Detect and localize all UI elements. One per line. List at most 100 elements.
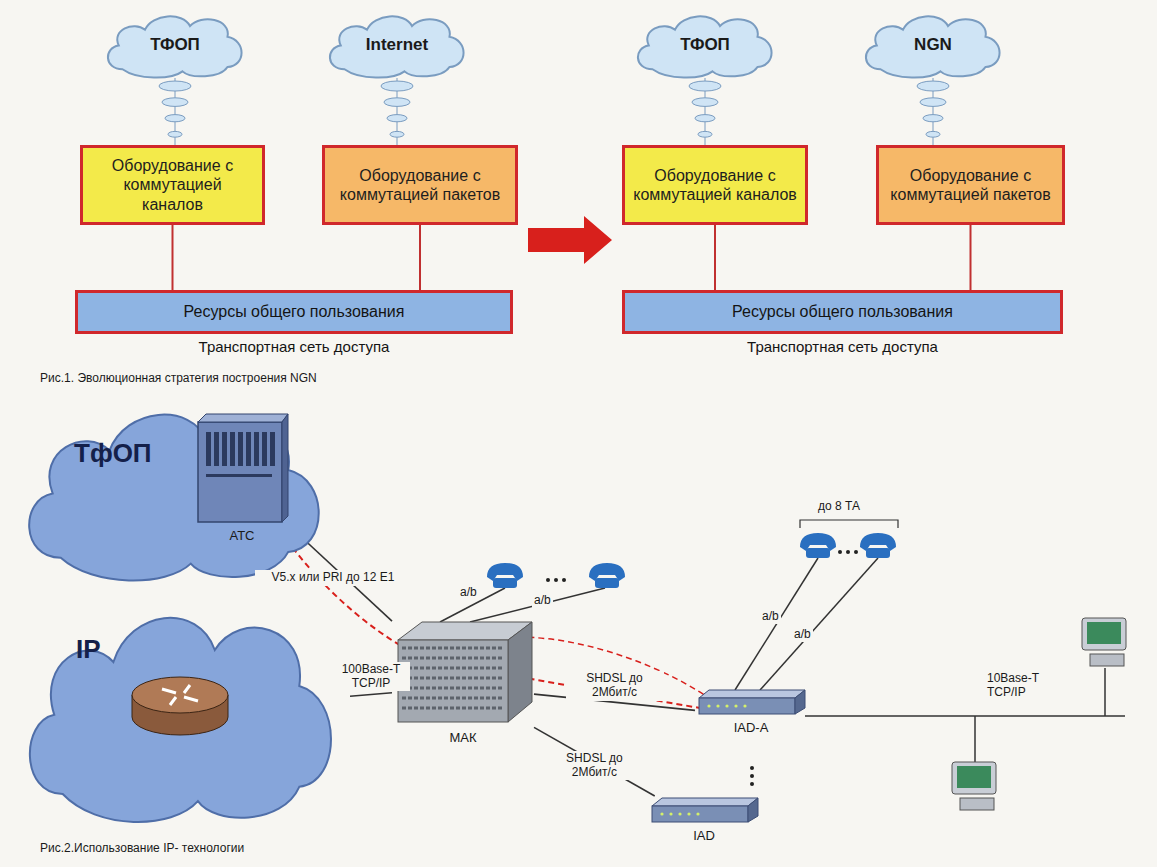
device-drawing [695, 688, 807, 716]
device-label: АТС [194, 528, 290, 543]
cloud-label: Internet [322, 35, 472, 55]
figure-caption: Рис.1. Эволюционная стратегия построения… [40, 372, 317, 386]
connector-line [970, 225, 972, 290]
equipment-box: Оборудование с коммутацией каналов [80, 145, 265, 225]
access-concentrator: МАК [392, 618, 534, 756]
wire-label: a/b [458, 586, 479, 600]
bracket [800, 520, 898, 528]
equipment-box: Оборудование с коммутацией пакетов [876, 145, 1065, 225]
device-drawing [392, 618, 534, 726]
ellipsis-dots [546, 550, 858, 786]
connector [534, 727, 655, 796]
bubble-connector [917, 78, 949, 145]
bubble [162, 98, 188, 107]
connector [970, 225, 971, 290]
box-label: Оборудование с коммутацией каналов [91, 156, 254, 214]
bubble [692, 98, 718, 107]
interface-label: 10Base-T TCP/IP [985, 672, 1075, 700]
cloud-label: NGN [858, 35, 1008, 55]
cloud-outline [12, 590, 350, 830]
bubble-connector [381, 78, 413, 145]
cloud-label: IP [76, 634, 101, 665]
box-label: Оборудование с коммутацией каналов [633, 166, 797, 204]
bubble [926, 131, 940, 137]
phone-wire [735, 558, 818, 690]
band-caption: Транспортная сеть доступа [622, 338, 1063, 355]
bubble-connector [159, 78, 191, 145]
telephone [860, 533, 896, 558]
bubble [698, 131, 712, 137]
edge-label: 100Base-T TCP/IP [332, 662, 410, 692]
connector-line [534, 727, 655, 796]
device-label: IAD [648, 828, 760, 843]
box-label: Оборудование с коммутацией пакетов [887, 166, 1054, 204]
box-label: Оборудование с коммутацией пакетов [333, 166, 507, 204]
phone-wire [760, 558, 878, 690]
bubble [689, 81, 721, 91]
telephone [589, 563, 625, 588]
bubble [381, 81, 413, 91]
access-device: IAD [648, 796, 760, 852]
bubble [168, 131, 182, 137]
connector [715, 225, 716, 290]
network-cloud: ТФОП [630, 8, 780, 80]
device-drawing [648, 796, 760, 824]
bubble [695, 115, 715, 122]
phone-wire [470, 588, 605, 622]
connector [172, 225, 173, 290]
band-fill: Ресурсы общего пользования [622, 290, 1063, 334]
connector [350, 693, 392, 696]
bubble [384, 98, 410, 107]
telephone [487, 563, 523, 588]
connector [420, 225, 421, 290]
network-cloud: IP [12, 590, 350, 830]
band-label: Ресурсы общего пользования [184, 303, 405, 321]
ethernet-bus [805, 715, 1125, 717]
bubble [920, 98, 946, 107]
connector-line [172, 225, 174, 290]
cloud-label: ТФОП [100, 35, 250, 55]
wire-label: a/b [792, 628, 813, 642]
network-cloud: ТфОП АТС [12, 392, 337, 587]
edge-label: SHDSL до 2Мбит/с [566, 671, 664, 701]
wire-label: a/b [760, 610, 781, 624]
bubble [387, 115, 407, 122]
exchange-switch: АТС [194, 412, 290, 552]
band-label: Ресурсы общего пользования [732, 303, 953, 321]
connector-line [419, 225, 421, 290]
cloud-label: ТФОП [630, 35, 780, 55]
edge-label: SHDSL до 2Мбит/с [545, 751, 643, 781]
device-drawing [194, 412, 290, 524]
cloud-label: ТфОП [74, 438, 152, 469]
ethernet-drop [1104, 668, 1106, 716]
network-cloud: Internet [322, 8, 472, 80]
edge-label: V5.x или PRI до 12 E1 [255, 570, 411, 586]
equipment-box: Оборудование с коммутацией каналов [622, 145, 808, 225]
resource-band: Ресурсы общего пользованияТранспортная с… [622, 290, 1063, 362]
computer [1082, 618, 1126, 666]
bubble [159, 81, 191, 91]
network-cloud: NGN [858, 8, 1008, 80]
connector-line [714, 225, 716, 290]
device-label: IAD-A [695, 720, 807, 735]
equipment-box: Оборудование с коммутацией пакетов [322, 145, 518, 225]
figure-caption: Рис.2.Использование IP- технологии [40, 842, 244, 856]
bubble-connector [689, 78, 721, 145]
bubble [165, 115, 185, 122]
bubble [390, 131, 404, 137]
telephone [800, 533, 836, 558]
computer [952, 762, 996, 810]
ethernet-drop [974, 716, 976, 762]
wire-label: a/b [532, 594, 553, 608]
connector-line [350, 693, 392, 696]
network-cloud: ТФОП [100, 8, 250, 80]
access-device: IAD-A [695, 688, 807, 744]
bubble [923, 115, 943, 122]
evolution-arrow [528, 216, 612, 264]
resource-band: Ресурсы общего пользованияТранспортная с… [75, 290, 513, 362]
device-label: МАК [392, 730, 534, 745]
band-caption: Транспортная сеть доступа [75, 338, 513, 355]
count-label: до 8 ТА [818, 500, 860, 514]
band-fill: Ресурсы общего пользования [75, 290, 513, 334]
